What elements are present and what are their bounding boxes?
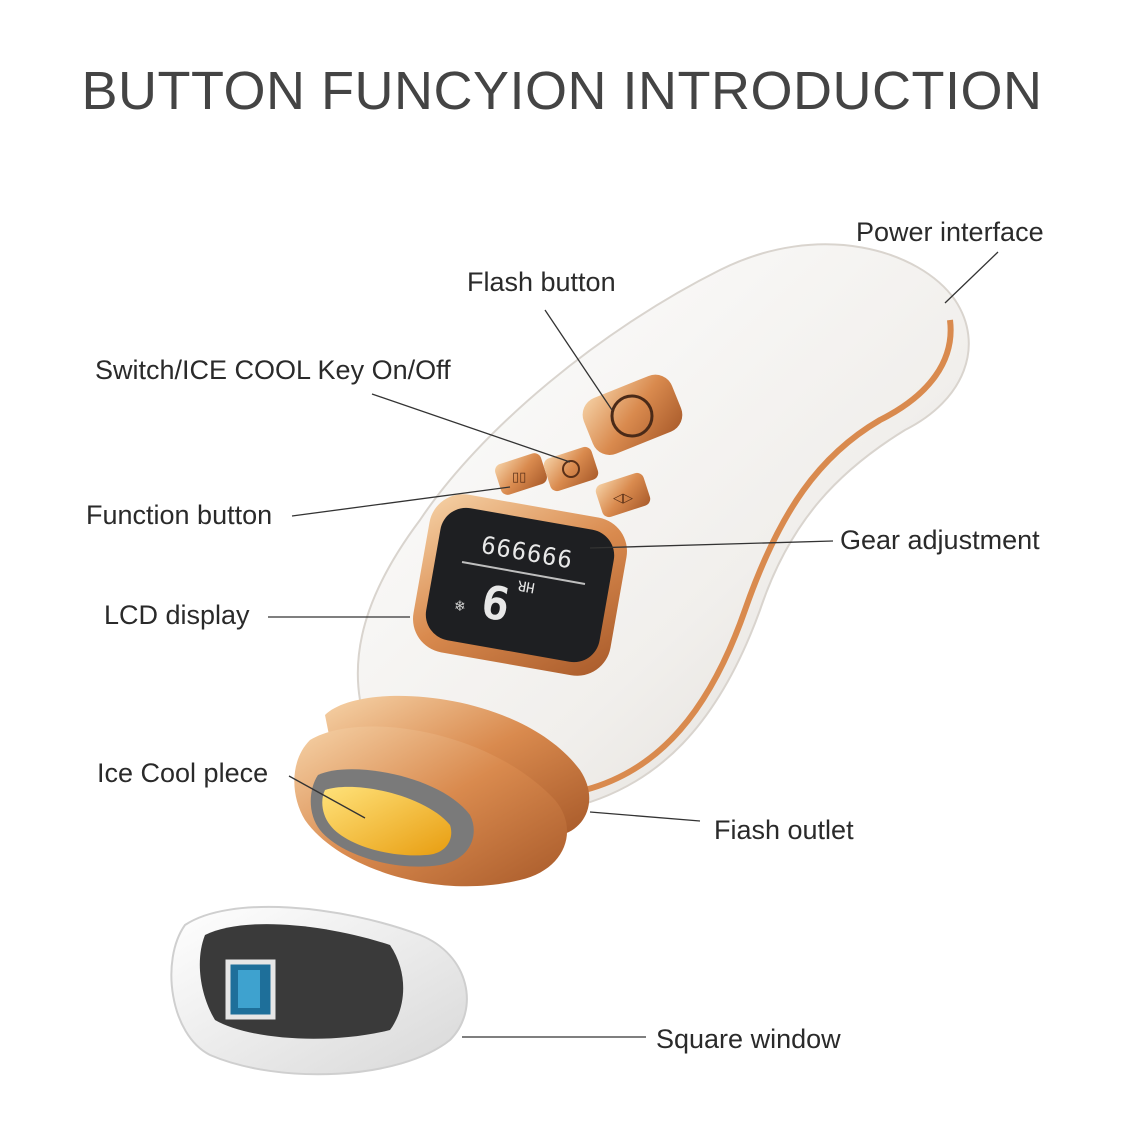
svg-text:▯▯: ▯▯ xyxy=(512,470,526,485)
label-square-window: Square window xyxy=(656,1024,841,1054)
leader-power-interface xyxy=(944,251,999,304)
label-gear-adjustment: Gear adjustment xyxy=(840,525,1040,555)
leader-flash-button xyxy=(544,309,613,411)
label-flash-outlet: Fiash outlet xyxy=(714,815,854,845)
svg-text:◁▷: ◁▷ xyxy=(613,491,633,506)
snowflake-icon: ❄ xyxy=(455,596,465,615)
label-function-button: Function button xyxy=(86,500,273,530)
label-power-interface: Power interface xyxy=(856,217,1044,247)
lcd-screen xyxy=(425,507,615,663)
function-button-shape xyxy=(495,453,547,495)
label-ice-cool-piece: Ice Cool plece xyxy=(97,758,269,788)
gold-trim xyxy=(584,319,954,793)
leader-switch xyxy=(371,393,571,463)
leader-function xyxy=(291,486,511,517)
flash-button-ring xyxy=(610,394,654,438)
leader-gear xyxy=(589,540,834,549)
gear-button-shape xyxy=(595,472,651,518)
label-flash-button: Flash button xyxy=(467,267,616,297)
leader-flash-outlet xyxy=(589,811,701,822)
label-lcd-display: LCD display xyxy=(104,600,250,630)
lcd-unit: HR xyxy=(516,576,537,596)
flash-button-shape xyxy=(582,374,683,455)
lamp-yellow xyxy=(322,786,452,856)
leader-ice-cool xyxy=(288,775,366,819)
label-switch-ice-cool: Switch/ICE COOL Key On/Off xyxy=(95,355,451,385)
page-title: BUTTON FUNCYION INTRODUCTION xyxy=(81,61,1043,121)
